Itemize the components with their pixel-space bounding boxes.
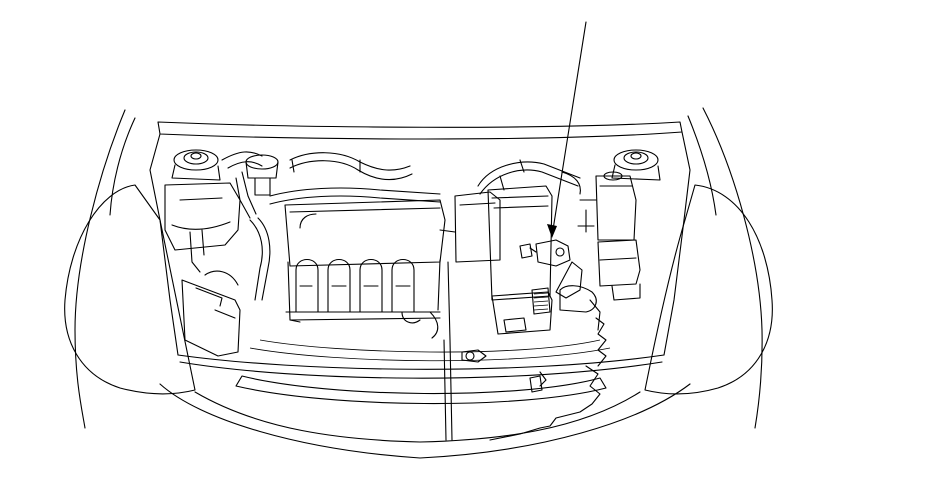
brake-reservoir <box>577 171 637 241</box>
condenser-lines <box>249 339 611 362</box>
air-duct-right <box>489 365 601 441</box>
callout-arrowhead <box>547 224 557 238</box>
left-fender-inner <box>109 117 136 216</box>
left-strut-tower <box>171 149 221 181</box>
intake-manifold <box>284 199 446 323</box>
abs-unit <box>597 239 641 301</box>
bay-wall-left <box>149 133 179 356</box>
battery-box <box>487 185 553 301</box>
coolant-cap <box>245 154 279 196</box>
left-headlight <box>64 184 196 395</box>
grille-opening <box>235 375 607 405</box>
center-cable <box>443 339 453 441</box>
front-bumper-lower <box>159 383 691 459</box>
right-hoses <box>477 159 581 195</box>
bay-wall-right <box>663 131 691 356</box>
callout-leader-line <box>551 21 587 237</box>
bumper-inner <box>194 391 641 443</box>
car-body-outline <box>64 107 773 459</box>
right-fender-inner <box>687 115 717 216</box>
cowl-top <box>157 121 683 140</box>
upper-hoses <box>269 152 441 205</box>
air-cleaner-area <box>164 182 241 357</box>
callout <box>547 21 587 238</box>
relay-box <box>491 287 553 335</box>
radiator-support <box>177 354 665 370</box>
right-headlight <box>644 184 773 395</box>
right-lower-components <box>555 261 607 367</box>
radiator-support-lower <box>179 361 663 379</box>
left-hoses <box>221 151 271 301</box>
target-sensor <box>519 239 571 267</box>
left-fender-outer <box>74 109 126 429</box>
throttle-body <box>401 191 501 341</box>
right-fender-outer <box>702 107 763 429</box>
